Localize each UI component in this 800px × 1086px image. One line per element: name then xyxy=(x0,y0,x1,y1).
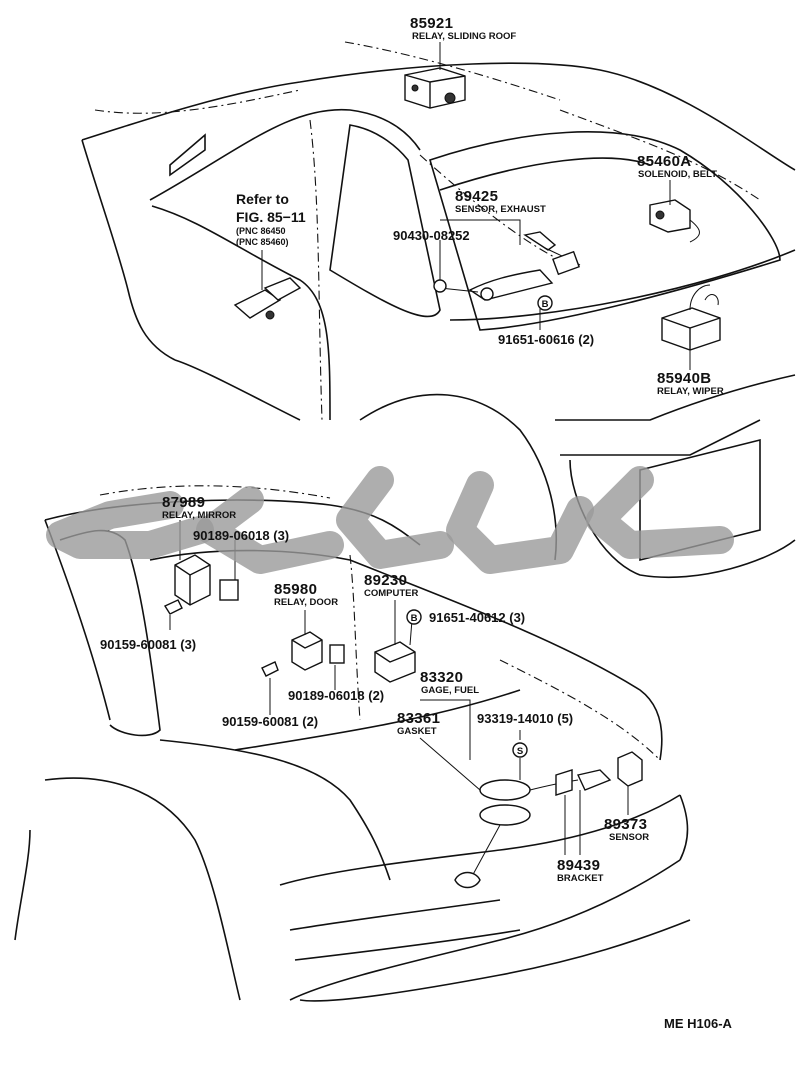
label-desc: RELAY, WIPER xyxy=(657,386,724,397)
refer-line1: Refer to xyxy=(236,191,289,207)
label-screw-90159-top: 90159-60081 (3) xyxy=(100,637,196,652)
watermark-logo xyxy=(46,466,734,574)
label-part-no: 89439 xyxy=(557,857,600,874)
label-solenoid-belt: 85460A SOLENOID, BELT xyxy=(637,153,717,180)
computer-part xyxy=(374,619,416,683)
refer-line2: FIG. 85−11 xyxy=(236,209,306,225)
label-part-no: 83320 xyxy=(420,669,463,686)
label-clip-90189-top: 90189-06018 (3) xyxy=(193,528,289,543)
bolt-90430-part xyxy=(433,279,447,293)
label-part-no: 83361 xyxy=(397,710,440,727)
label-part-no: 89230 xyxy=(364,572,407,589)
screw-90159-top-part xyxy=(163,599,183,615)
label-screw-93319: 93319-14010 (5) xyxy=(477,711,573,726)
label-sensor-exhaust: 89425 SENSOR, EXHAUST xyxy=(455,188,546,215)
label-bolt-91651-60616: 91651-60616 (2) xyxy=(498,332,594,347)
label-part-no: 89373 xyxy=(604,816,647,833)
label-relay-wiper: 85940B RELAY, WIPER xyxy=(657,370,724,397)
label-desc: RELAY, SLIDING ROOF xyxy=(412,31,516,42)
relay-mirror-part xyxy=(174,554,239,606)
exhaust-sensor-part xyxy=(439,231,581,301)
label-bracket: 89439 BRACKET xyxy=(557,857,604,884)
top-car-outline xyxy=(81,41,796,579)
label-computer: 89230 COMPUTER xyxy=(364,572,419,599)
label-desc: SOLENOID, BELT xyxy=(638,169,717,180)
callout-letter: B xyxy=(542,299,549,310)
solenoid-belt-part xyxy=(649,199,700,243)
refer-pnc1: (PNC 86450 xyxy=(236,226,286,236)
label-screw-90159-bottom: 90159-60081 (2) xyxy=(222,714,318,729)
label-refer-to-fig: Refer to FIG. 85−11 (PNC 86450 (PNC 8546… xyxy=(236,191,306,247)
callout-b-top: B xyxy=(537,295,553,311)
callout-b-mid: B xyxy=(406,609,422,625)
bottom-car-outline xyxy=(14,485,691,1002)
label-relay-sliding-roof: 85921 RELAY, SLIDING ROOF xyxy=(410,15,516,42)
label-gasket: 83361 GASKET xyxy=(397,710,440,737)
label-clip-90189-bottom: 90189-06018 (2) xyxy=(288,688,384,703)
label-sensor-89373: 89373 SENSOR xyxy=(604,816,649,843)
label-desc: GASKET xyxy=(397,726,437,737)
relay-door-part xyxy=(291,631,345,671)
label-relay-door: 85980 RELAY, DOOR xyxy=(274,581,338,608)
label-desc: COMPUTER xyxy=(364,588,419,599)
label-desc: RELAY, MIRROR xyxy=(162,510,236,521)
label-part-no: 85921 xyxy=(410,15,453,32)
label-desc: GAGE, FUEL xyxy=(421,685,479,696)
relay-sliding-roof-part xyxy=(404,67,466,109)
label-desc: SENSOR xyxy=(609,832,649,843)
label-desc: RELAY, DOOR xyxy=(274,597,338,608)
refer-component-part xyxy=(233,250,302,320)
callout-letter: B xyxy=(411,613,418,624)
label-gage-fuel: 83320 GAGE, FUEL xyxy=(420,669,479,696)
relay-wiper-part xyxy=(661,284,721,351)
label-bolt-91651-40612: 91651-40612 (3) xyxy=(429,610,525,625)
label-part-no: 85980 xyxy=(274,581,317,598)
screw-90159-bottom-part xyxy=(261,661,279,677)
callout-s-mid: S xyxy=(512,742,528,758)
label-relay-mirror: 87989 RELAY, MIRROR xyxy=(162,494,236,521)
label-bolt-90430: 90430-08252 xyxy=(393,228,470,243)
label-desc: SENSOR, EXHAUST xyxy=(455,204,546,215)
bracket-part xyxy=(555,769,573,796)
label-part-no: 89425 xyxy=(455,188,498,205)
label-part-no: 85940B xyxy=(657,370,711,387)
sensor-89373-part xyxy=(617,751,643,805)
label-desc: BRACKET xyxy=(557,873,604,884)
label-part-no: 87989 xyxy=(162,494,205,511)
diagram-code: ME H106-A xyxy=(664,1016,733,1031)
callout-letter: S xyxy=(517,746,523,757)
refer-pnc2: (PNC 85460) xyxy=(236,237,289,247)
label-part-no: 85460A xyxy=(637,153,691,170)
